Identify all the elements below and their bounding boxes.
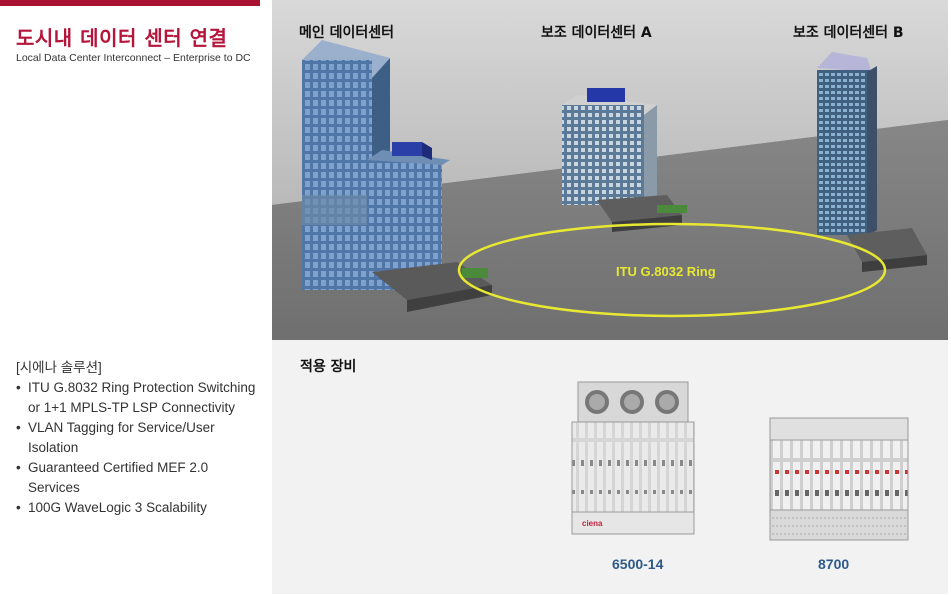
solutions-panel: [시에나 솔루션] ITU G.8032 Ring Protection Swi…	[16, 358, 256, 518]
sub-dc-a-building	[562, 88, 687, 232]
solution-item: 100G WaveLogic 3 Scalability	[16, 498, 256, 518]
equipment-panel: 적용 장비 ciena	[272, 340, 948, 594]
solution-item: VLAN Tagging for Service/User Isolation	[16, 418, 256, 458]
ring-ellipse	[457, 222, 887, 318]
datacenter-scene: 메인 데이터센터 보조 데이터센터 A 보조 데이터센터 B ITU G.803…	[272, 0, 948, 340]
equipment-illustration: ciena	[571, 381, 909, 541]
solutions-list: ITU G.8032 Ring Protection Switching or …	[16, 378, 256, 518]
equipment-8700	[769, 417, 909, 541]
sub-dc-b-building	[817, 52, 927, 272]
page-title: 도시내 데이터 센터 연결	[16, 26, 228, 50]
sub-dc-b-label: 보조 데이터센터 B	[793, 25, 904, 41]
main-dc-label: 메인 데이터센터	[299, 25, 395, 41]
sub-dc-a-label: 보조 데이터센터 A	[541, 25, 652, 41]
solution-item: Guaranteed Certified MEF 2.0 Services	[16, 458, 256, 498]
page-subtitle: Local Data Center Interconnect – Enterpr…	[16, 52, 251, 64]
model-label-6500: 6500-14	[612, 556, 664, 572]
scene-illustration	[272, 0, 948, 340]
main-dc-building	[302, 40, 492, 312]
model-label-8700: 8700	[818, 556, 850, 572]
solution-item: ITU G.8032 Ring Protection Switching or …	[16, 378, 256, 418]
equipment-6500-14: ciena	[571, 381, 695, 535]
solutions-header: [시에나 솔루션]	[16, 360, 102, 375]
ring-label: ITU G.8032 Ring	[616, 264, 716, 279]
accent-bar	[0, 0, 260, 6]
ciena-logo: ciena	[582, 519, 603, 528]
equipment-title: 적용 장비	[300, 359, 357, 375]
